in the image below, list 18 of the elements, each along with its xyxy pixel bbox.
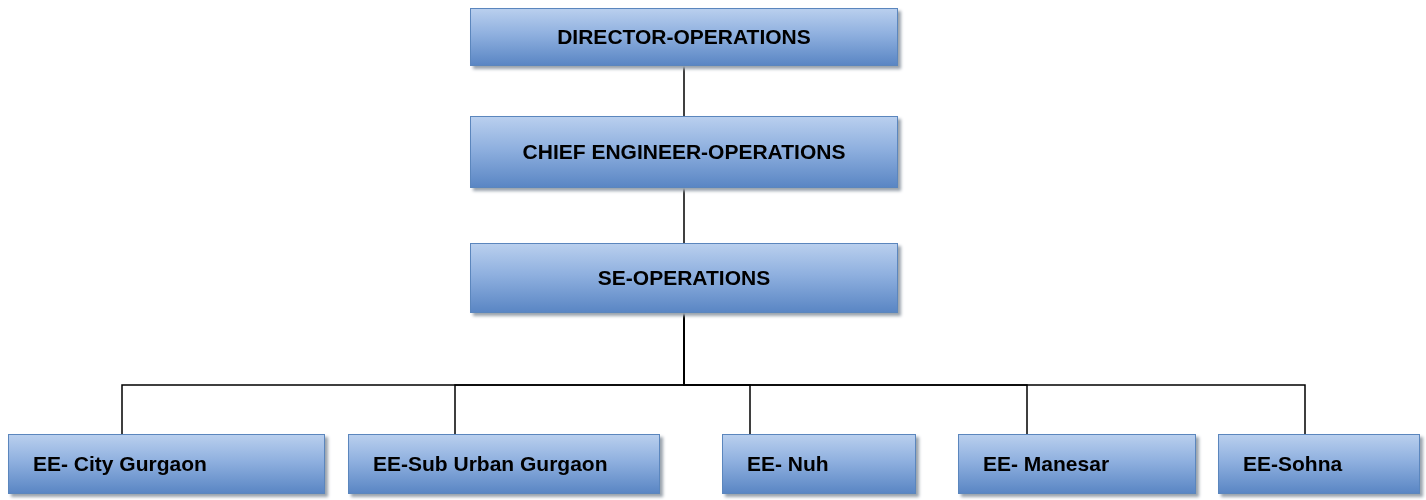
role-title: EE- Manesar — [983, 452, 1110, 476]
org-box — [470, 8, 898, 66]
role-title: CHIEF ENGINEER-OPERATIONS — [522, 140, 846, 164]
role-title: EE- Nuh — [747, 452, 829, 476]
role-title: DIRECTOR-OPERATIONS — [557, 25, 811, 49]
connector-line — [683, 65, 685, 117]
org-box — [958, 434, 1196, 494]
role-title: EE-Sohna — [1243, 452, 1343, 476]
org-box — [470, 116, 898, 188]
connector-line — [683, 187, 685, 244]
role-title: EE-Sub Urban Gurgaon — [373, 452, 608, 476]
org-box — [1218, 434, 1420, 494]
role-title: SE-OPERATIONS — [597, 266, 771, 290]
org-box — [348, 434, 660, 494]
org-box — [8, 434, 325, 494]
role-title: EE- City Gurgaon — [33, 452, 207, 476]
org-box — [722, 434, 916, 494]
org-box — [470, 243, 898, 313]
